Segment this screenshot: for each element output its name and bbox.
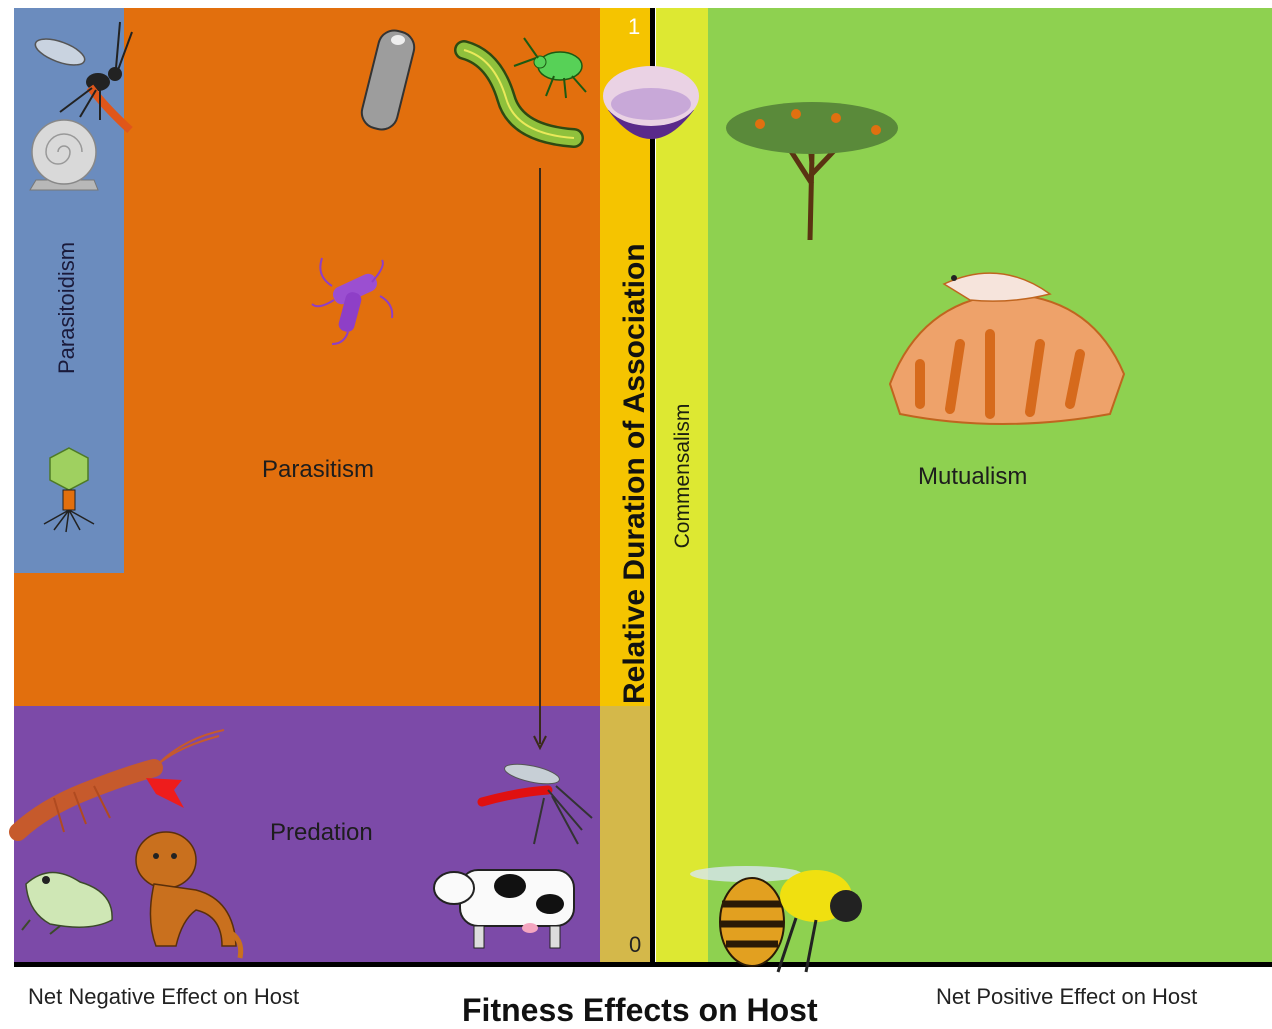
aphid-icon bbox=[510, 36, 590, 100]
lion-cub-icon bbox=[126, 820, 250, 960]
mosquito-icon bbox=[478, 760, 598, 846]
bacterium-icon bbox=[302, 252, 398, 348]
parasitoidism-label: Parasitoidism bbox=[54, 244, 80, 374]
acacia-tree-icon bbox=[720, 94, 910, 242]
cocoon-icon bbox=[356, 26, 420, 132]
y-tick-top: 1 bbox=[628, 14, 640, 40]
axis-band-lower bbox=[600, 706, 652, 964]
x-axis-right-label: Net Positive Effect on Host bbox=[936, 984, 1197, 1010]
x-axis-left-label: Net Negative Effect on Host bbox=[28, 984, 299, 1010]
down-arrow-icon bbox=[530, 168, 550, 752]
mutualism-label: Mutualism bbox=[918, 463, 1027, 491]
parasitism-label: Parasitism bbox=[262, 456, 374, 484]
bacteriophage-icon bbox=[36, 446, 102, 536]
cow-icon bbox=[430, 856, 580, 950]
bee-icon bbox=[686, 856, 872, 974]
frog-icon bbox=[20, 862, 120, 934]
x-axis-line bbox=[14, 962, 1272, 967]
commensalism-label: Commensalism bbox=[671, 396, 695, 556]
wasp-icon bbox=[20, 12, 140, 122]
snail-icon bbox=[28, 108, 108, 198]
y-tick-bottom: 0 bbox=[629, 932, 641, 958]
predation-label: Predation bbox=[270, 819, 373, 847]
coral-fish-icon bbox=[880, 264, 1130, 430]
anemone-icon bbox=[598, 58, 704, 150]
y-axis-title: Relative Duration of Association bbox=[618, 264, 652, 704]
x-axis-title: Fitness Effects on Host bbox=[462, 992, 818, 1029]
